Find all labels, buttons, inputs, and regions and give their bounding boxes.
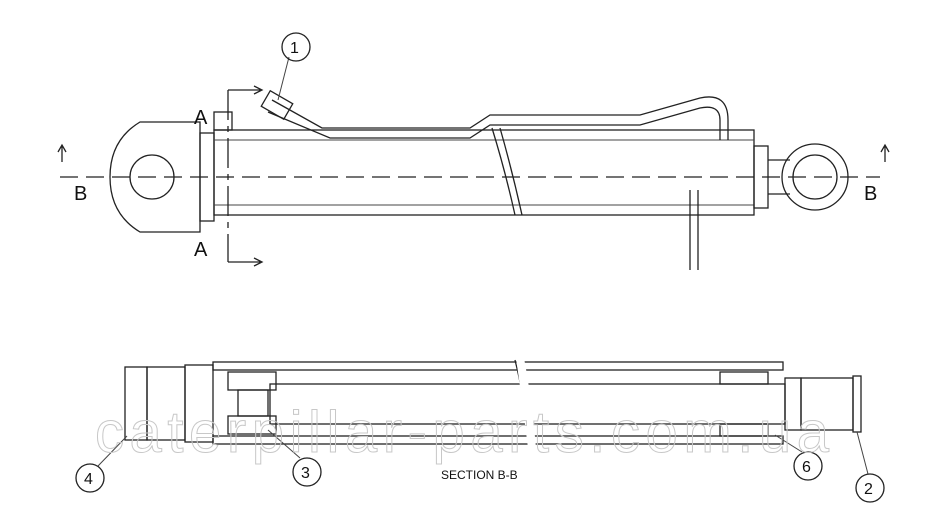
section-marker-b-left: B xyxy=(74,183,87,205)
callout-1-circle xyxy=(281,32,311,62)
callout-4-circle xyxy=(75,463,105,493)
callout-1: 1 xyxy=(290,40,299,57)
section-marker-b-right: B xyxy=(864,183,877,205)
arrow-a-top xyxy=(228,85,264,95)
section-break-gap xyxy=(516,358,536,448)
arrow-b-left xyxy=(57,143,67,162)
piston-nut xyxy=(237,389,269,417)
arrow-b-right xyxy=(880,143,890,162)
section-title: SECTION B-B xyxy=(441,468,518,482)
arrow-a-bottom xyxy=(228,257,264,267)
hydraulic-line xyxy=(271,96,729,140)
callout-3-circle xyxy=(292,457,322,487)
cylinder-tube xyxy=(213,129,755,216)
callout-4: 4 xyxy=(84,471,93,488)
callout-2-circle xyxy=(855,473,885,503)
section-marker-a-bottom: A xyxy=(194,239,208,261)
callout-6-circle xyxy=(793,451,823,481)
hose-fitting xyxy=(260,89,294,121)
gland-bottom xyxy=(719,423,769,437)
piston-top xyxy=(227,371,277,391)
callout-6-leader xyxy=(774,434,803,453)
callout-1-leader xyxy=(277,56,290,101)
cylinder-section-view xyxy=(75,358,885,503)
cylinder-exterior-view xyxy=(57,32,890,270)
head xyxy=(184,364,214,443)
callout-4-leader xyxy=(97,435,128,467)
hydraulic-line xyxy=(267,106,721,140)
gland-top xyxy=(719,371,769,385)
callout-2: 2 xyxy=(864,481,873,498)
callout-2-leader xyxy=(856,431,869,475)
rod-eye-section-right xyxy=(852,375,862,433)
tube-wall-top xyxy=(212,361,784,371)
port-block xyxy=(213,111,233,131)
section-marker-a-top: A xyxy=(194,107,208,129)
callout-6: 6 xyxy=(802,459,811,476)
watermark: caterpillar-parts.com.ua xyxy=(95,400,830,465)
callout-3-leader xyxy=(267,429,301,459)
callout-3: 3 xyxy=(301,465,310,482)
left-clevis-eye xyxy=(109,121,201,233)
break-line xyxy=(499,127,523,216)
break-line xyxy=(491,127,516,216)
